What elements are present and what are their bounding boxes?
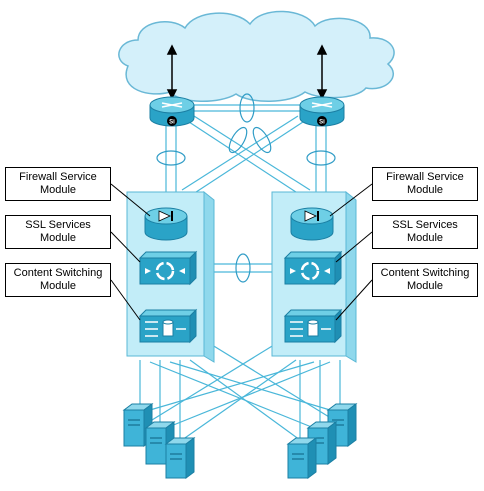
- router-badge-left: Si: [169, 120, 175, 126]
- label-text: Module: [406, 184, 444, 196]
- label-content-left: Content Switching Module: [5, 263, 111, 297]
- label-text: Firewall Service: [386, 171, 464, 183]
- server-icon: [164, 437, 196, 479]
- ssl-cycle-icon: [138, 250, 198, 286]
- label-content-right: Content Switching Module: [372, 263, 478, 297]
- label-text: Module: [406, 232, 444, 244]
- server-icon: [286, 437, 318, 479]
- label-firewall-left: Firewall Service Module: [5, 167, 111, 201]
- cloud-icon: [118, 10, 395, 102]
- label-text: Content Switching: [13, 267, 103, 279]
- label-text: Module: [406, 280, 444, 292]
- label-text: Firewall Service: [19, 171, 97, 183]
- label-text: SSL Services: [25, 219, 91, 231]
- label-text: Content Switching: [380, 267, 470, 279]
- content-switch-icon: [138, 308, 198, 344]
- firewall-play-icon: [144, 207, 188, 241]
- content-switch-icon: [283, 308, 343, 344]
- label-ssl-right: SSL Services Module: [372, 215, 478, 249]
- ssl-cycle-icon: [283, 250, 343, 286]
- label-ssl-left: SSL Services Module: [5, 215, 111, 249]
- label-text: Module: [39, 280, 77, 292]
- server-group-left: [122, 403, 196, 479]
- label-text: SSL Services: [392, 219, 458, 231]
- router-icon: Si: [149, 96, 195, 127]
- firewall-play-icon: [290, 207, 334, 241]
- server-group-right: [286, 403, 358, 479]
- label-firewall-right: Firewall Service Module: [372, 167, 478, 201]
- router-icon: Si: [299, 96, 345, 127]
- label-text: Module: [39, 232, 77, 244]
- link-bundle-ellipses: [156, 93, 336, 283]
- label-text: Module: [39, 184, 77, 196]
- uplink-arrows: [166, 44, 328, 100]
- router-badge-right: Si: [319, 120, 325, 126]
- server-icon: [144, 421, 176, 465]
- label-pointers: [110, 183, 373, 321]
- network-links: [139, 104, 341, 441]
